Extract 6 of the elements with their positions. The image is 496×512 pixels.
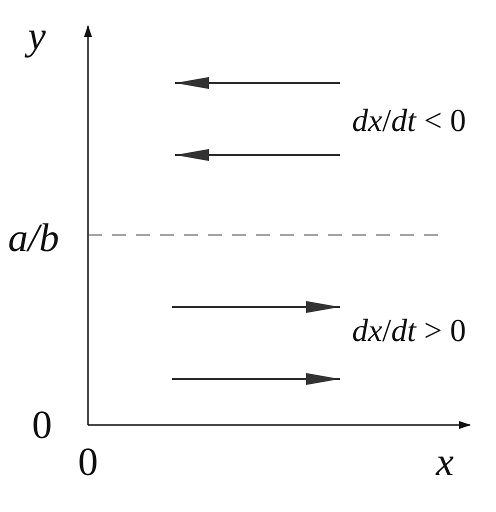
inequality-label: dx/dt < 0 [352,104,466,136]
tick-label: 0 [78,442,98,482]
axis-label: x [436,442,454,482]
threshold-label: a/b [8,218,60,258]
inequality-label: dx/dt > 0 [352,314,466,346]
tick-label: 0 [32,405,52,445]
